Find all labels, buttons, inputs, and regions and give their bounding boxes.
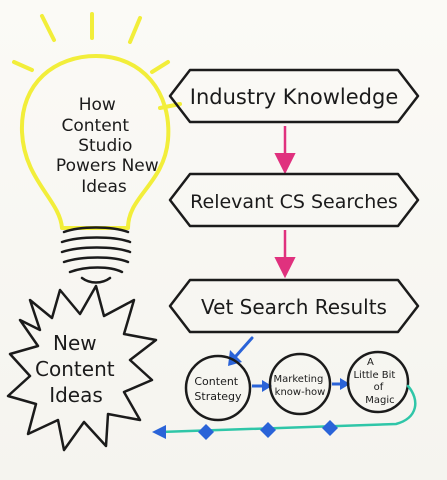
bulb-line: Studio [78, 136, 132, 156]
circle-line: know-how [275, 387, 326, 398]
burst-new-content-ideas: New Content Ideas [6, 284, 158, 452]
circle-line: of [374, 382, 384, 393]
burst-line: Content [35, 357, 115, 381]
circle-line: Magic [365, 395, 394, 406]
svg-text:A Little Bit of: A Little Bit of Magic [353, 357, 398, 406]
circle-line: A [367, 357, 374, 368]
arrow-pink [274, 126, 296, 175]
svg-text:Content Strategy: Content Strategy [194, 375, 242, 403]
circle-content-strategy: Content Strategy [184, 354, 252, 422]
bulb-text: How Content Studio Powers New Ideas [56, 95, 164, 197]
bulb-rays [12, 12, 182, 110]
burst-line: New [53, 331, 97, 355]
step-label: Vet Search Results [201, 295, 387, 319]
circle-marketing-know-how: Marketing know-how [268, 352, 332, 416]
bulb-line: Content [61, 116, 129, 136]
svg-text:Marketing know-how: Marketing know-how [273, 374, 326, 398]
burst-text: New Content Ideas [35, 331, 121, 407]
arrow-pink [274, 230, 296, 279]
step-relevant-cs-searches: Relevant CS Searches [168, 172, 420, 228]
circle-line: Strategy [194, 390, 242, 403]
arrow-blue-down [228, 336, 254, 366]
bulb-outline [19, 54, 171, 230]
step-industry-knowledge: Industry Knowledge [168, 68, 420, 124]
step-box [168, 68, 420, 124]
burst-line: Ideas [49, 383, 103, 407]
bulb-base [60, 226, 132, 284]
bulb-line: How [79, 95, 116, 115]
step-label: Industry Knowledge [190, 85, 399, 109]
lightbulb: How Content Studio Powers New Ideas [12, 12, 182, 284]
arrow-blue-right [332, 378, 350, 390]
step-label: Relevant CS Searches [190, 191, 398, 213]
circle-line: Marketing [273, 374, 323, 385]
bulb-line: Powers New [56, 156, 159, 176]
circle-line: Little Bit [353, 370, 395, 381]
burst-outline [6, 284, 158, 452]
loop-arrow-teal [152, 384, 417, 440]
circle-little-bit-of-magic: A Little Bit of Magic [346, 350, 410, 414]
step-box [168, 172, 420, 228]
bulb-line: Ideas [81, 177, 127, 197]
circle-line: Content [194, 375, 238, 388]
step-vet-search-results: Vet Search Results [168, 278, 420, 334]
step-box [168, 278, 420, 334]
arrow-blue-right [252, 380, 272, 392]
